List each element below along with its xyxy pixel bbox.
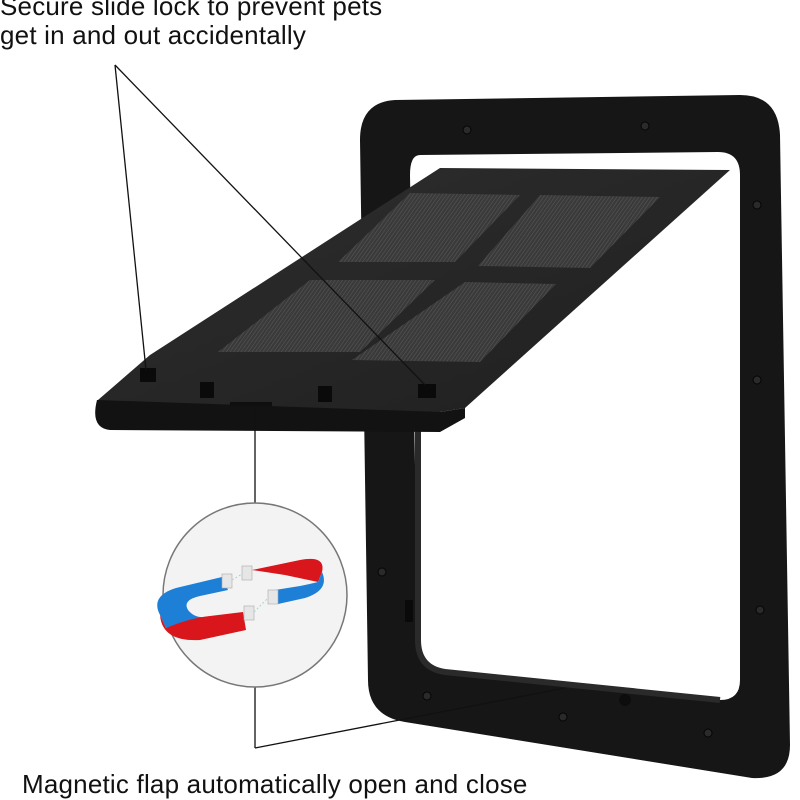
annotation-leader-lines [114,64,566,749]
caption-slide-lock-line-1: Secure slide lock to prevent pets [0,0,383,21]
caption-magnetic-flap: Magnetic flap automatically open and clo… [22,769,528,799]
mesh-window-panels [218,193,660,362]
slide-lock-icons [140,368,436,402]
magnetic-flap [95,168,730,432]
screw-icons [377,121,765,738]
magnet-icon [157,502,348,688]
caption-slide-lock-line-2: get in and out accidentally [0,20,307,50]
caption-slide-lock: Secure slide lock to prevent pets get in… [0,0,460,50]
